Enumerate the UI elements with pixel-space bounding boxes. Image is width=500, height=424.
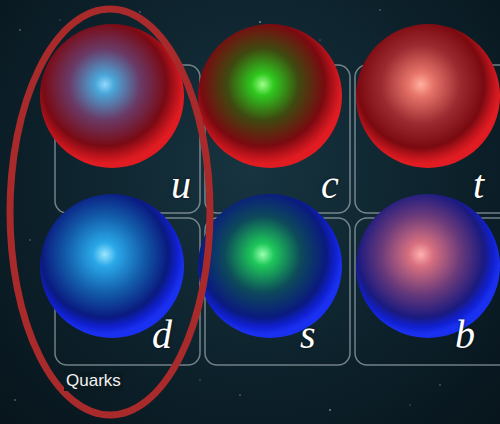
- quark-symbol: t: [473, 165, 484, 205]
- quark-cell: c: [205, 65, 350, 213]
- quark-cell: s: [205, 218, 350, 365]
- quark-cell: u: [55, 65, 200, 213]
- quark-symbol: s: [300, 315, 316, 355]
- quark-cell: d: [55, 218, 200, 365]
- group-label: Quarks: [64, 372, 123, 391]
- quark-symbol: b: [455, 315, 475, 355]
- quark-symbol: c: [321, 165, 339, 205]
- quark-cell: b: [355, 218, 500, 365]
- quark-cell: t: [355, 65, 500, 213]
- quark-symbol: d: [152, 315, 172, 355]
- quark-symbol: u: [171, 165, 191, 205]
